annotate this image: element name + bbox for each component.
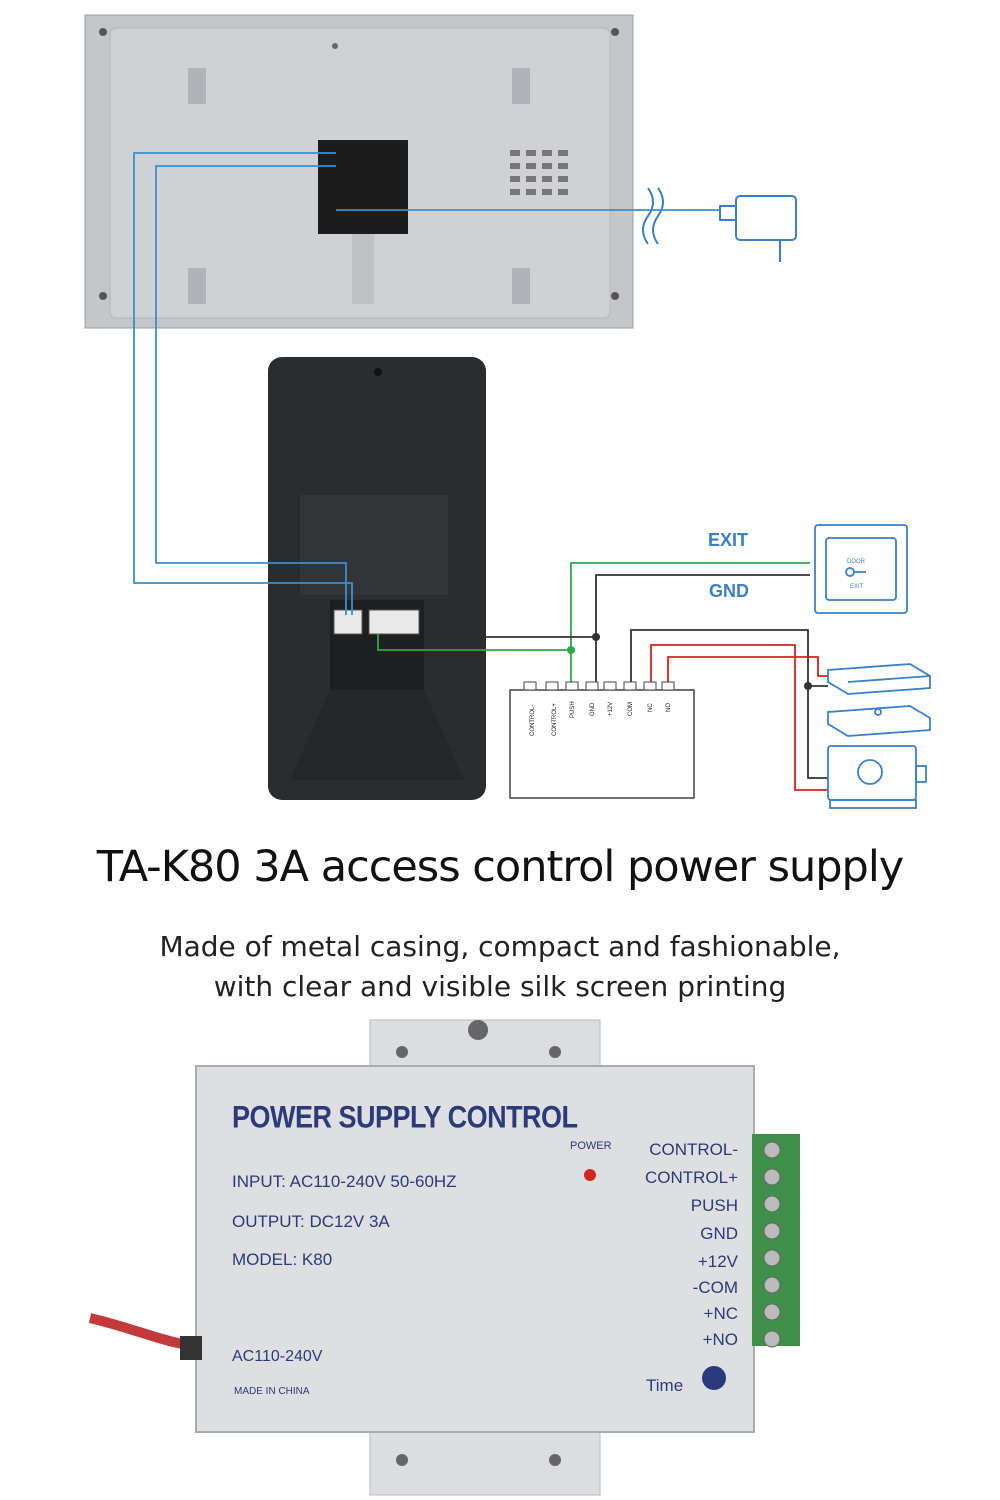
outdoor-station [268, 357, 486, 800]
time-knob-icon [702, 1366, 726, 1390]
psu-made-in: MADE IN CHINA [234, 1386, 310, 1397]
terminal-label: NO [666, 703, 672, 712]
psu-ac-label: AC110-240V [232, 1348, 323, 1365]
psu-model: MODEL: K80 [232, 1250, 333, 1269]
terminal-label: GND [590, 702, 596, 716]
exit-label: EXIT [708, 530, 748, 550]
terminal-label: CONTROL+ [552, 703, 558, 736]
indoor-monitor [84, 14, 634, 329]
wiring-diagram: EXIT GND DOOR EXIT [84, 14, 931, 809]
psu-diagram [509, 681, 695, 799]
psu-terminal-label: +NO [702, 1330, 738, 1349]
blue-wires [133, 152, 720, 615]
terminal-label: CONTROL- [530, 705, 536, 736]
gnd-label: GND [709, 581, 749, 601]
psu-terminal-labels: CONTROL- CONTROL+ PUSH GND +12V COM NC N… [530, 701, 672, 736]
psu-power-label: POWER [570, 1140, 612, 1152]
exit-button-label: EXIT [850, 584, 864, 590]
subtitle-line-1: Made of metal casing, compact and fashio… [159, 930, 841, 963]
psu-terminal-label: GND [700, 1224, 738, 1243]
magnetic-lock-icon [827, 663, 931, 737]
electric-lock-icon [827, 745, 927, 809]
exit-button-icon [814, 524, 908, 614]
door-label: DOOR [847, 559, 866, 565]
control-wires [377, 562, 828, 791]
psu-terminal-label: CONTROL- [649, 1140, 738, 1159]
terminal-label: COM [628, 702, 634, 716]
power-supply-photo [88, 1019, 800, 1496]
psu-output-spec: OUTPUT: DC12V 3A [232, 1212, 390, 1231]
psu-terminal-label: +NC [703, 1304, 738, 1323]
psu-heading: POWER SUPPLY CONTROL [232, 1100, 578, 1135]
terminal-label: +12V [608, 702, 614, 716]
psu-input-spec: INPUT: AC110-240V 50-60HZ [232, 1172, 457, 1191]
psu-terminal-label: +12V [697, 1252, 738, 1271]
power-adapter-icon [642, 187, 797, 262]
psu-terminal-label: CONTROL+ [644, 1168, 738, 1187]
terminal-label: NC [648, 703, 654, 712]
power-led-icon [584, 1169, 596, 1181]
page-title: TA-K80 3A access control power supply [96, 842, 904, 892]
psu-terminal-label: -COM [692, 1278, 738, 1297]
psu-terminal-label: PUSH [690, 1196, 738, 1215]
psu-time-label: Time [646, 1376, 684, 1395]
subtitle-line-2: with clear and visible silk screen print… [213, 970, 787, 1003]
terminal-label: PUSH [570, 701, 576, 718]
